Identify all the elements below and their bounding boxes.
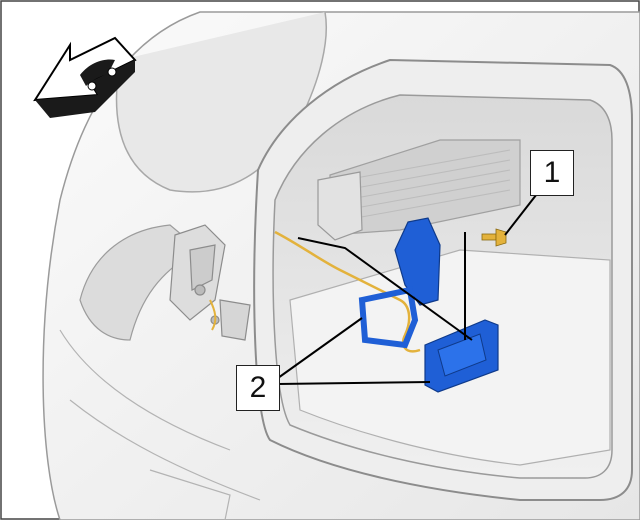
side-bracket [317, 171, 363, 241]
screw-icon [481, 228, 507, 247]
bumper-line-2 [69, 399, 261, 501]
panel-texture [344, 149, 511, 221]
headlight [79, 224, 202, 341]
blue-bracket-frame [358, 286, 419, 349]
car-forward-arrow-icon [33, 36, 137, 118]
bumper-line-3 [149, 469, 231, 520]
callout-label-2: 2 [236, 365, 280, 411]
blue-bracket-upper [394, 217, 441, 306]
bumper-line-1 [59, 329, 231, 451]
leader-lines [277, 189, 541, 385]
callout-label-1: 1 [530, 150, 574, 196]
wire-branch [209, 299, 217, 331]
